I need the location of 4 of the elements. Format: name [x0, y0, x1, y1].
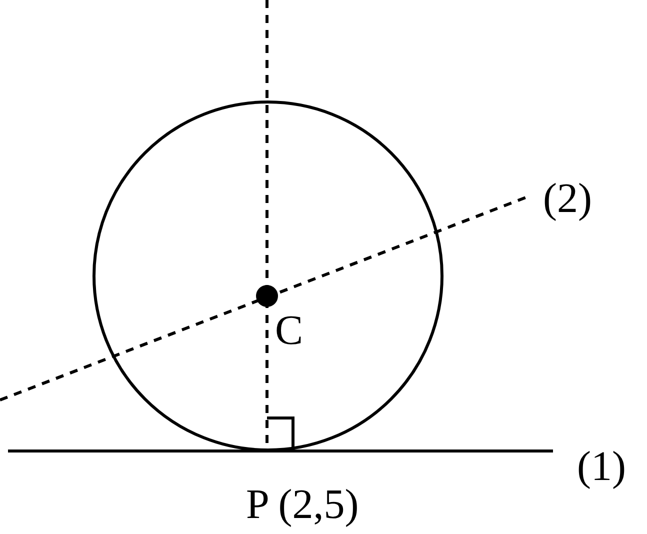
point-label: C — [275, 310, 304, 352]
point-label: P (2,5) — [246, 484, 359, 526]
line-label: (2) — [543, 178, 592, 220]
line-label: (1) — [577, 446, 626, 488]
